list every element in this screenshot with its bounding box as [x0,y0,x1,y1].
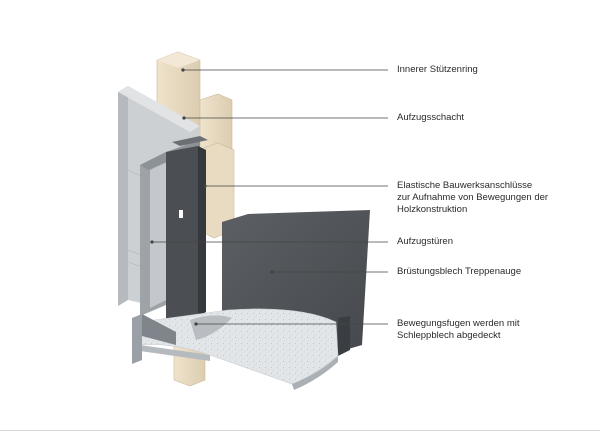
elevator-door-panel [166,146,198,322]
label-movement-joints-2: Schleppblech abgedeckt [397,330,501,341]
label-elastic-joints-3: Holzkonstruktion [397,204,468,215]
elevator-doors [166,136,208,322]
shaft-wall-front [118,86,128,306]
label-parapet-sheet: Brüstungsblech Treppenauge [397,266,522,277]
bottom-divider [0,430,600,431]
label-elastic-joints-1: Elastische Bauwerksanschlüsse [397,180,533,191]
floor-slab [139,308,339,385]
leader-dot-elastic-joints [203,184,207,188]
leader-dot-movement-joints [194,322,198,326]
label-elevator-doors: Aufzugstüren [397,236,453,247]
leader-dot-elevator-shaft [182,116,186,120]
leader-dot-parapet-sheet [270,270,274,274]
elevator-door-jamb [198,146,206,316]
label-elevator-shaft: Aufzugsschacht [397,112,465,123]
door-frame-inner [150,162,166,308]
lower-steel-profile [132,314,176,364]
shaft-wall-top [118,86,200,132]
door-indicator [179,210,183,218]
leader-dot-elevator-doors [150,240,154,244]
leader-lines [150,68,388,326]
floor-with-movement-joint [139,308,339,390]
label-support-ring: Innerer Stützenring [397,64,478,75]
floor-front-edge [140,345,210,361]
parapet-sheet-edge [338,316,350,356]
label-movement-joints-1: Bewegungsfugen werden mit [397,318,520,329]
door-top-cap [172,136,208,146]
label-elastic-joints-2: zur Aufnahme von Bewegungen der [397,192,549,203]
leader-dot-support-ring [181,68,185,72]
timber-column-back-face [157,52,200,68]
cover-sheet-curve [190,315,232,340]
floor-edge [292,356,338,390]
lower-steel-plate-side [142,314,176,345]
lower-steel-plate [132,314,142,364]
